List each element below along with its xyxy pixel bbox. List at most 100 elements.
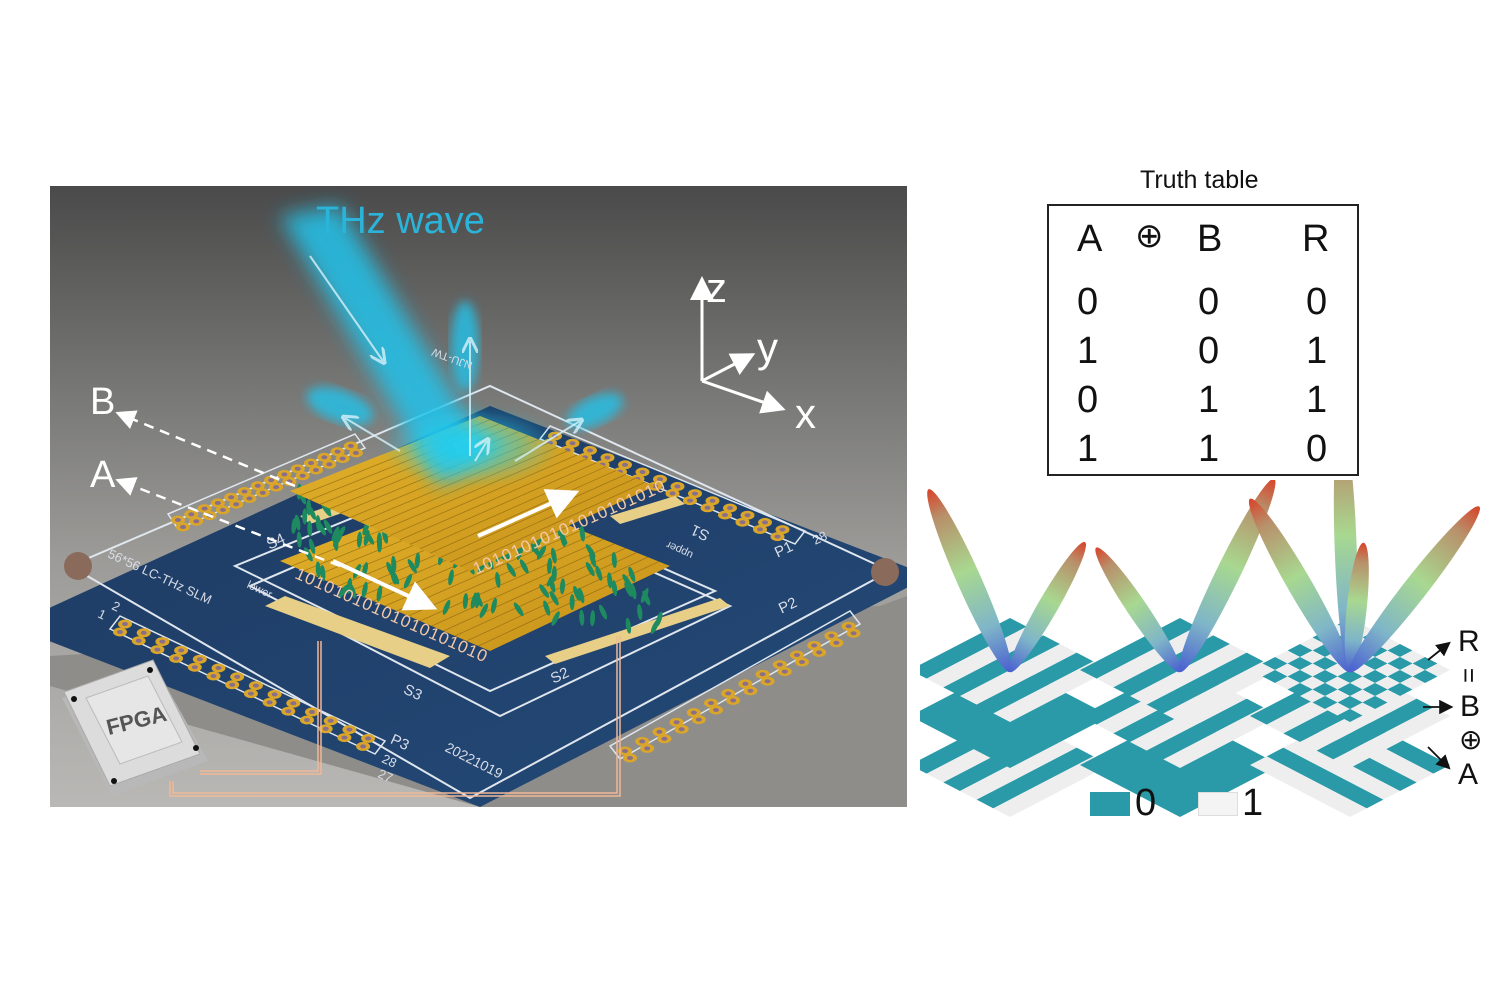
lc-molecule	[320, 565, 326, 582]
connector-s3	[265, 596, 450, 668]
radiation-lobe	[1095, 547, 1181, 673]
lc-molecule	[560, 530, 566, 547]
lc-molecule	[391, 555, 397, 572]
truth-table-cell: 1	[1077, 428, 1099, 470]
output-a-arrow	[115, 477, 341, 568]
thz-beam	[280, 206, 623, 486]
lc-molecule	[530, 543, 541, 558]
arrow-to-r	[1427, 641, 1451, 661]
lc-molecule	[543, 600, 551, 616]
lc-molecule	[474, 592, 483, 607]
lc-molecule	[356, 531, 363, 548]
lc-molecule	[551, 547, 557, 564]
lc-molecule	[331, 526, 340, 542]
radiation-lobe	[1009, 541, 1086, 673]
axis-z-label: z	[706, 264, 727, 311]
lc-molecule	[479, 603, 489, 618]
lc-molecule	[519, 559, 529, 574]
truth-table-title: Truth table	[1140, 166, 1259, 194]
lc-molecule	[590, 610, 596, 627]
truth-table-cell: 1	[1306, 379, 1328, 421]
lc-molecule	[579, 525, 586, 542]
truth-table-header-a: A	[1077, 218, 1103, 260]
lc-molecule	[549, 591, 559, 606]
lc-molecule	[308, 538, 316, 554]
pattern-stack-3	[1248, 422, 1480, 817]
lc-molecule	[304, 547, 313, 562]
lc-molecule	[336, 526, 346, 541]
coding-plate	[910, 618, 1110, 722]
input-b-label: B	[90, 381, 116, 423]
lc-molecule	[577, 587, 585, 604]
lc-molecule	[551, 565, 557, 582]
lc-molecule	[296, 531, 302, 548]
radiation-lobe	[1178, 478, 1276, 673]
truth-table-header-r: R	[1302, 218, 1330, 260]
lc-molecule	[628, 566, 636, 583]
lc-molecule	[585, 561, 595, 577]
lc-molecule	[637, 604, 643, 621]
radiation-lobe	[1349, 506, 1480, 673]
lc-molecule	[338, 584, 349, 599]
lc-molecule	[595, 565, 603, 581]
legend-swatch-1	[1198, 792, 1238, 816]
lc-molecule	[513, 602, 524, 617]
coordinate-axes	[690, 276, 786, 414]
radiation-lobe	[1248, 498, 1352, 673]
truth-table-header-xor: ⊕	[1135, 217, 1164, 255]
lc-molecule	[376, 532, 382, 549]
lc-molecule	[622, 574, 632, 588]
label-r: R	[1458, 625, 1480, 658]
lc-molecule	[349, 583, 357, 599]
truth-table-cell: 0	[1306, 281, 1328, 323]
lc-molecule	[625, 617, 632, 634]
connector-s1	[610, 496, 685, 524]
thz-wave-label: THz wave	[316, 200, 485, 242]
lc-molecule	[551, 611, 560, 626]
lc-molecule	[611, 580, 618, 597]
truth-table-cell: 1	[1198, 428, 1220, 470]
lc-molecule	[559, 578, 566, 595]
scene-graphics	[50, 206, 907, 807]
truth-table-cell: 0	[1077, 379, 1099, 421]
radiation-lobe	[927, 489, 1012, 673]
mounting-hole	[64, 552, 92, 580]
lc-molecule	[414, 552, 421, 569]
truth-table-cell: 0	[1198, 281, 1220, 323]
lc-molecule	[291, 517, 297, 534]
axis-y-label: y	[757, 324, 778, 371]
label-b: B	[1460, 690, 1481, 723]
lc-molecule	[302, 508, 308, 525]
mounting-hole	[871, 558, 899, 586]
lc-molecule	[569, 594, 575, 611]
label-xor: ⊕	[1459, 724, 1483, 755]
lc-molecule	[317, 521, 327, 536]
lc-molecule	[407, 559, 417, 574]
upper-direction-arrow	[477, 489, 580, 538]
lc-molecule	[579, 609, 585, 626]
output-b-arrow	[115, 410, 296, 488]
truth-table: A ⊕ B R 0 0 0 1 0 1 0 1 1 1 1 0	[1047, 204, 1359, 476]
pattern-stack-2	[1080, 478, 1280, 817]
upper-electrode-layer	[290, 416, 655, 571]
connector-s2	[545, 598, 730, 664]
lc-molecule	[642, 590, 651, 606]
lc-molecule	[495, 572, 501, 588]
label-a: A	[1458, 758, 1479, 791]
legend-swatch-0	[1090, 792, 1130, 816]
lower-direction-arrow	[332, 559, 438, 611]
lc-molecule	[361, 581, 368, 598]
device-illustration: THz wave z y x B A 10101010101010101010 …	[50, 186, 907, 807]
coding-plate	[1080, 618, 1280, 722]
pin-header-p3	[108, 615, 387, 755]
truth-table-cell: 1	[1077, 330, 1099, 372]
lc-molecule	[573, 585, 581, 601]
lc-molecule	[376, 585, 383, 602]
lc-molecule	[364, 530, 375, 545]
input-a-label: A	[90, 454, 116, 496]
axis-x-label: x	[795, 390, 816, 437]
truth-table-header-b: B	[1197, 218, 1223, 260]
pattern-stack-1	[910, 489, 1110, 817]
radiation-lobe	[1344, 542, 1369, 673]
lc-molecule	[315, 561, 321, 578]
